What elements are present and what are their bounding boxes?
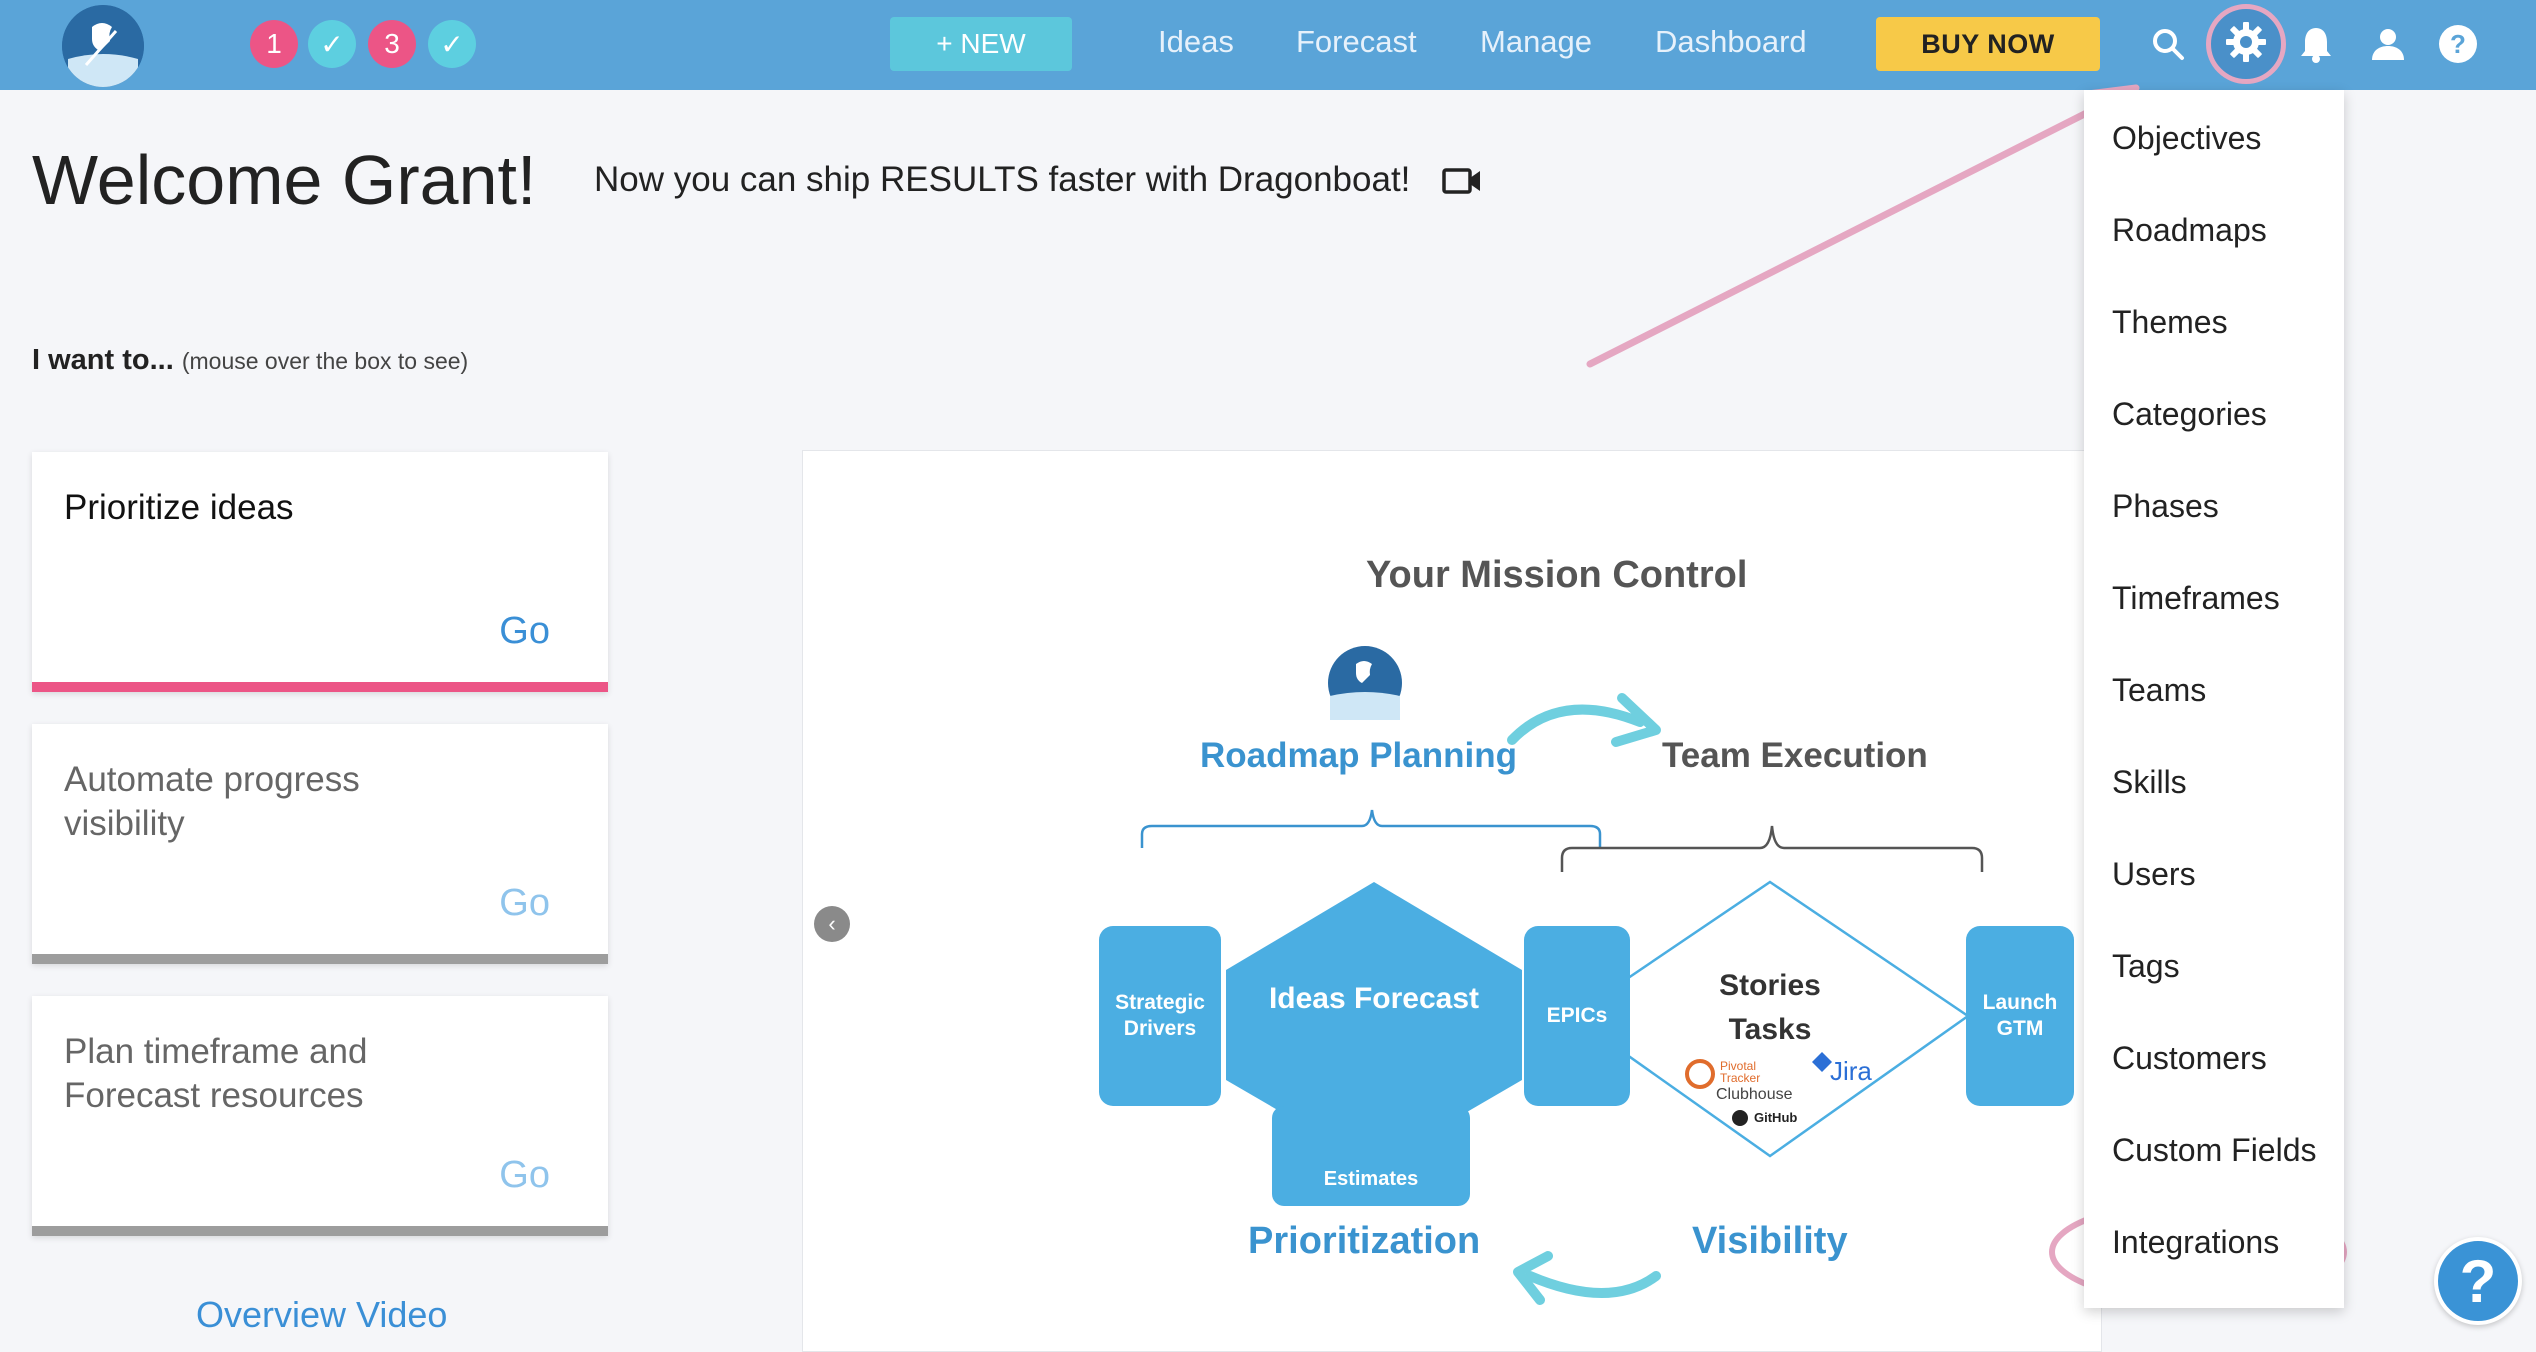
menu-item-custom-fields[interactable]: Custom Fields [2112,1132,2317,1168]
bell-icon[interactable] [2288,16,2344,72]
menu-item-customers[interactable]: Customers [2112,1040,2267,1076]
epics-block: EPICs [1524,926,1630,1106]
card-plan-timeframe[interactable]: Plan timeframe and Forecast resources Go [32,996,608,1236]
step-badge-4[interactable]: ✓ [428,20,476,68]
card-go-link[interactable]: Go [499,882,550,924]
carousel-prev-button[interactable]: ‹ [814,906,850,942]
step-badge-2[interactable]: ✓ [308,20,356,68]
floating-help-button[interactable]: ? [2434,1237,2522,1325]
roadmap-planning-label: Roadmap Planning [1200,736,1517,775]
launch-gtm-label: Launch GTM [1982,991,2058,1040]
new-button[interactable]: + NEW [890,17,1072,71]
svg-text:?: ? [2450,29,2466,59]
step-badge-1[interactable]: 1 [250,20,298,68]
menu-item-integrations[interactable]: Integrations [2112,1224,2280,1260]
epics-label: EPICs [1546,1004,1608,1027]
tagline: Now you can ship RESULTS faster with Dra… [594,160,1411,199]
nav-link-forecast[interactable]: Forecast [1296,24,1417,59]
settings-dropdown-menu: Objectives Roadmaps Themes Categories Ph… [2084,90,2344,1308]
estimates-block: Estimates [1272,1106,1470,1206]
question-mark-icon: ? [2459,1247,2497,1315]
card-go-link[interactable]: Go [499,610,550,652]
top-navbar: 1 ✓ 3 ✓ + NEW Ideas Forecast Manage Dash… [0,0,2536,90]
search-icon[interactable] [2140,16,2196,72]
menu-item-themes[interactable]: Themes [2112,304,2228,340]
menu-item-phases[interactable]: Phases [2112,488,2219,524]
card-title: Prioritize ideas [64,488,294,527]
visibility-label: Visibility [1692,1220,1848,1262]
welcome-heading: Welcome Grant! [32,141,537,219]
settings-gear-button[interactable] [2206,4,2286,84]
clubhouse-label: Clubhouse [1716,1086,1793,1103]
card-title: Automate progress visibility [64,760,360,843]
i-want-to-bold: I want to... [32,344,174,376]
team-execution-label: Team Execution [1662,736,1928,775]
menu-item-timeframes[interactable]: Timeframes [2112,580,2280,616]
github-label: GitHub [1754,1110,1798,1125]
help-icon[interactable]: ? [2430,16,2486,72]
estimates-label: Estimates [1323,1167,1419,1190]
pivotal-tracker-label: Pivotal Tracker [1720,1059,1761,1085]
menu-item-categories[interactable]: Categories [2112,396,2267,432]
launch-gtm-block: Launch GTM [1966,926,2074,1106]
menu-item-teams[interactable]: Teams [2112,672,2207,708]
card-go-link[interactable]: Go [499,1154,550,1196]
user-icon[interactable] [2360,16,2416,72]
card-automate-visibility[interactable]: Automate progress visibility Go [32,724,608,964]
i-want-to-hint: (mouse over the box to see) [181,348,469,374]
prioritization-label: Prioritization [1248,1220,1481,1262]
mission-control-title: Your Mission Control [1366,554,1748,596]
strategic-drivers-label: Strategic Drivers [1115,991,1205,1040]
stories-tasks-label: Stories Tasks [1719,969,1821,1046]
ideas-forecast-label: Ideas Forecast [1268,982,1480,1015]
overview-video-link[interactable]: Overview Video [196,1294,448,1335]
jira-label: Jira [1830,1056,1872,1086]
card-title: Plan timeframe and Forecast resources [64,1032,368,1115]
card-bar [32,1226,608,1236]
menu-item-objectives[interactable]: Objectives [2112,120,2262,156]
menu-item-tags[interactable]: Tags [2112,948,2180,984]
nav-link-manage[interactable]: Manage [1480,24,1593,59]
dragonboat-logo[interactable] [62,5,144,87]
step-badge-3[interactable]: 3 [368,20,416,68]
card-bar [32,954,608,964]
menu-item-users[interactable]: Users [2112,856,2196,892]
video-camera-icon[interactable] [1442,166,1482,201]
nav-link-dashboard[interactable]: Dashboard [1655,24,1807,59]
annotation-arrow [1586,84,2140,368]
strategic-drivers-block: Strategic Drivers [1099,926,1221,1106]
card-active-bar [32,682,608,692]
gear-icon [2224,20,2268,69]
nav-link-ideas[interactable]: Ideas [1158,24,1234,59]
i-want-to-label: I want to... (mouse over the box to see) [32,344,468,377]
menu-item-roadmaps[interactable]: Roadmaps [2112,212,2267,248]
buy-now-button[interactable]: BUY NOW [1876,17,2100,71]
menu-item-skills[interactable]: Skills [2112,764,2187,800]
card-prioritize-ideas[interactable]: Prioritize ideas Go [32,452,608,692]
chevron-left-icon: ‹ [828,911,836,936]
